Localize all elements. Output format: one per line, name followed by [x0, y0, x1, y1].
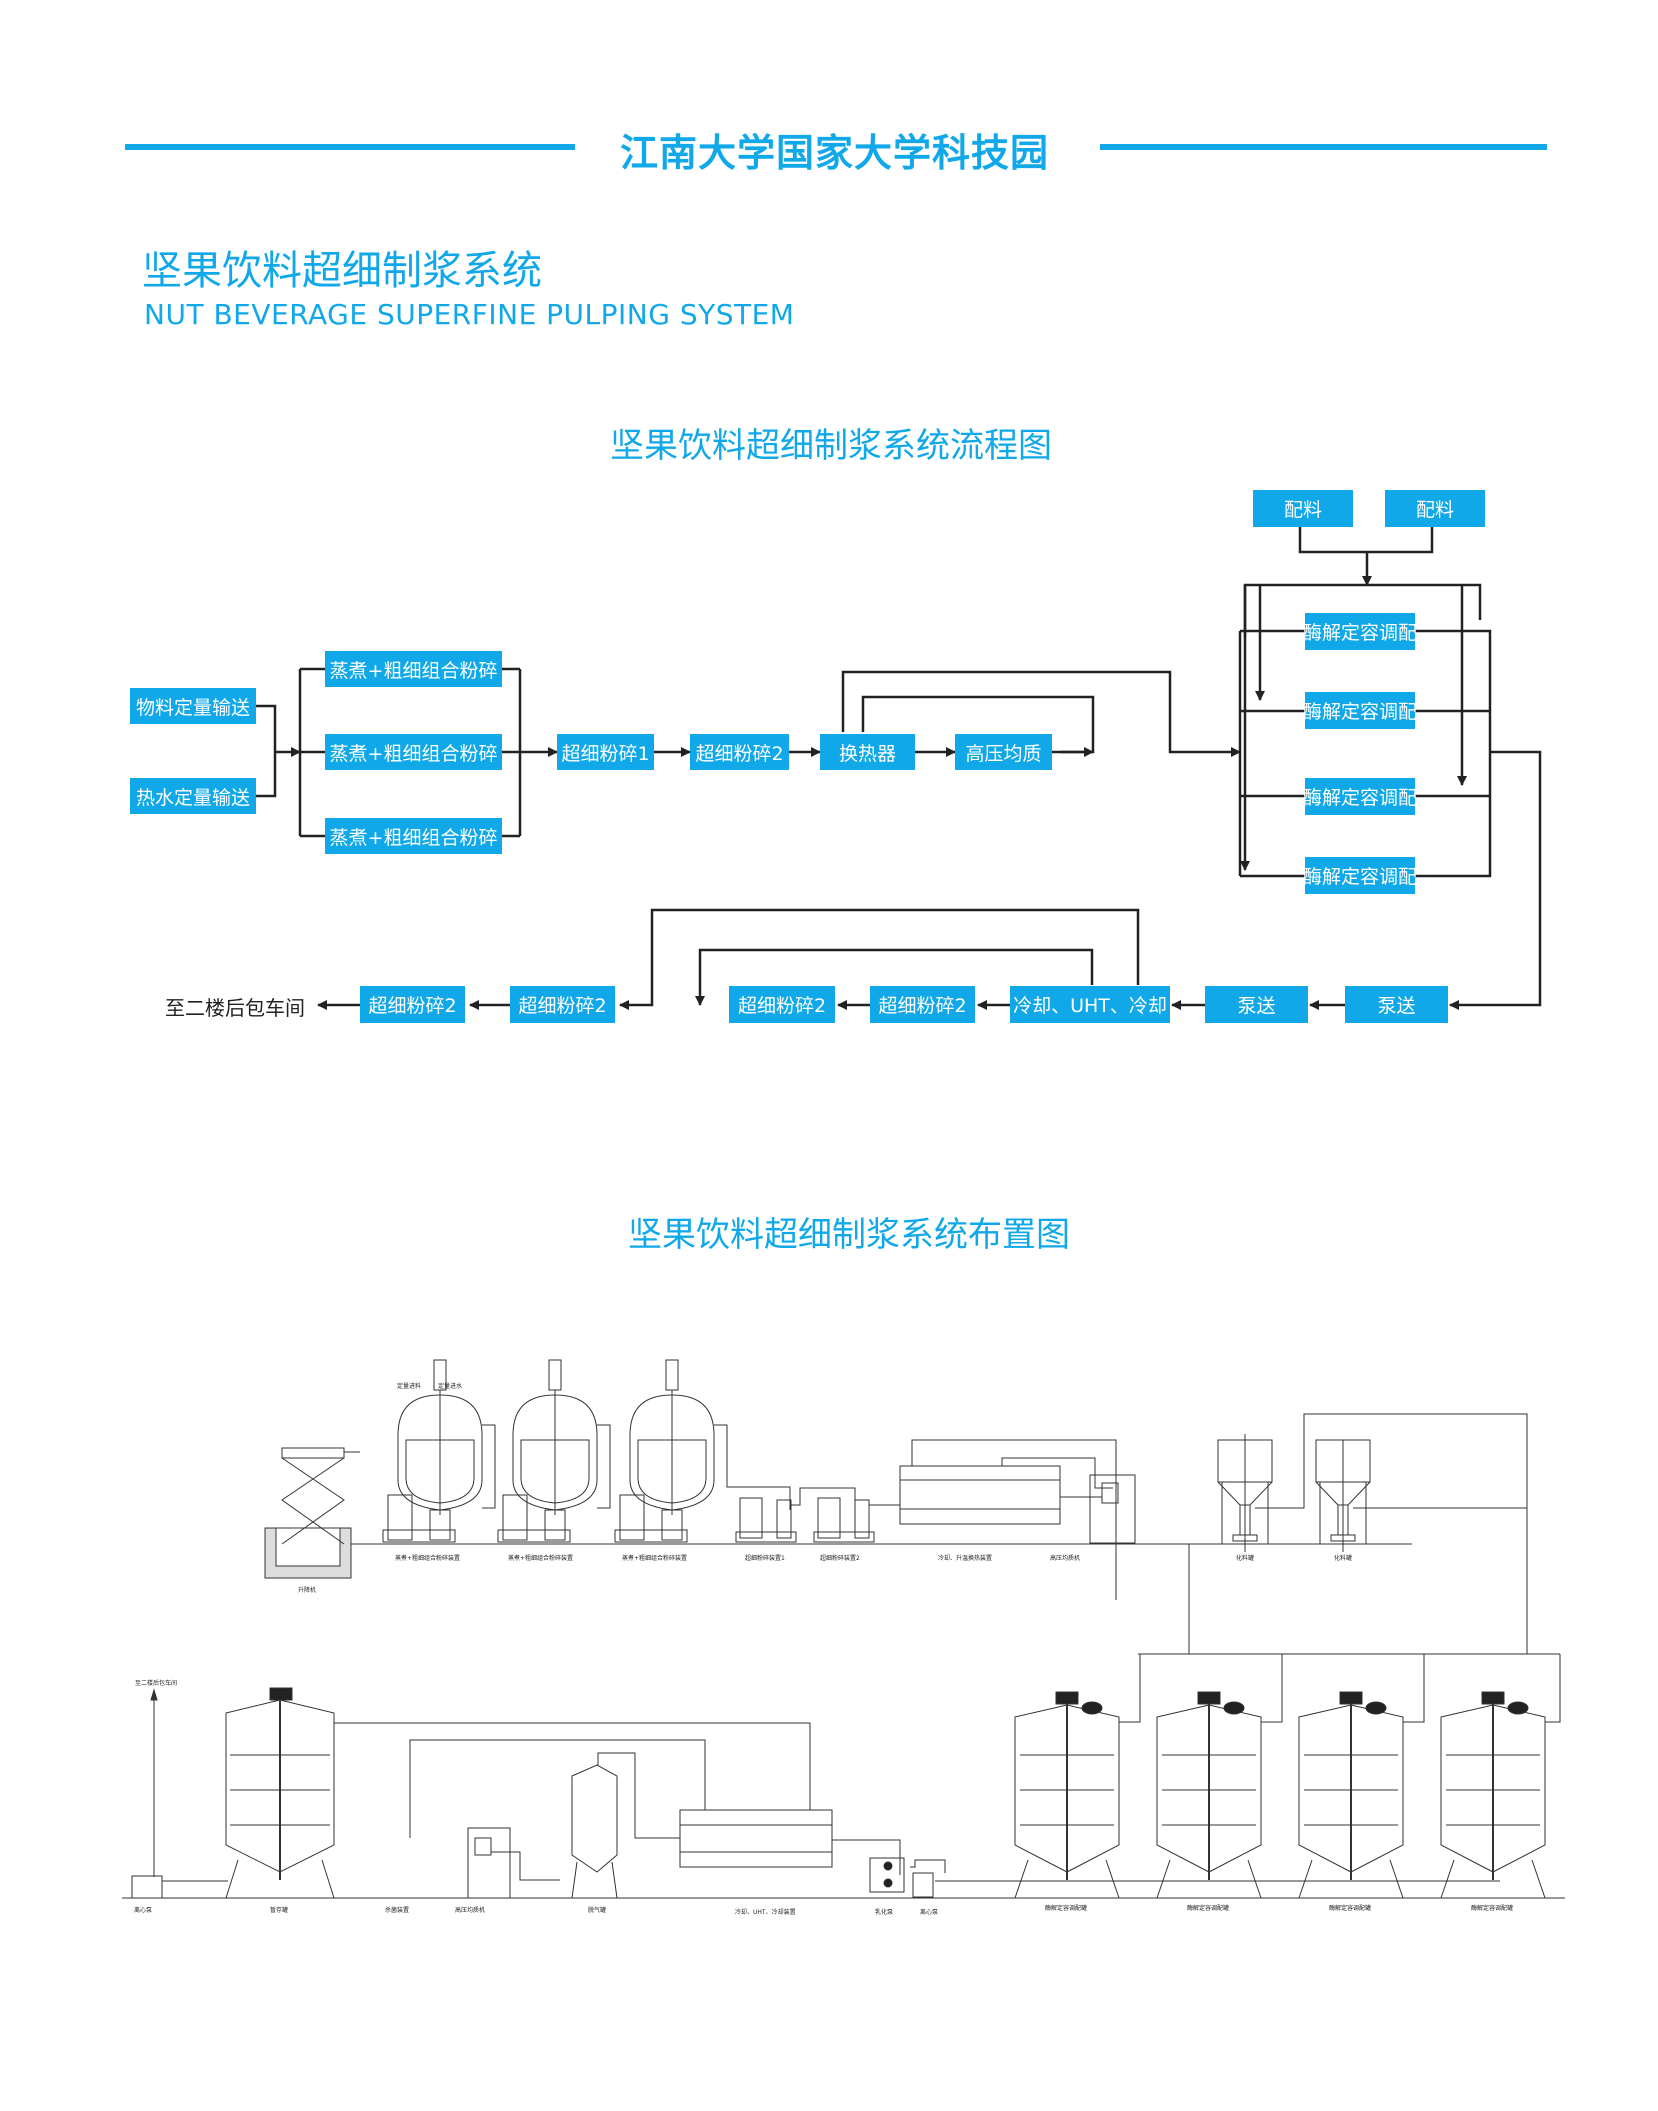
label-heat-exchanger: 冷却、升温换热装置 [938, 1554, 992, 1562]
high-pressure-homogenizer: 高压均质 [955, 734, 1052, 770]
superfine-mill-unit-1 [735, 1497, 797, 1543]
label-pump-out: 离心泵 [134, 1906, 152, 1914]
label-lift: 升降机 [298, 1586, 316, 1594]
input-material-feed: 物料定量输送 [130, 688, 256, 724]
page-title: 坚果饮料超细制浆系统 [142, 248, 542, 294]
label-hopper-2: 化料罐 [1334, 1554, 1352, 1562]
enzyme-tank-4: 酶解定容调配 [1303, 857, 1417, 894]
label-cooker-2: 蒸煮+粗细组合粉碎装置 [508, 1554, 573, 1562]
uht-unit [679, 1809, 901, 1875]
label-outlet: 至二楼后包车间 [135, 1679, 177, 1687]
pump-1: 泵送 [1345, 986, 1448, 1023]
pump-2: 泵送 [1205, 986, 1308, 1023]
emulsify-pump [869, 1857, 905, 1893]
label-sterilizer: 杀菌装置 [385, 1906, 409, 1914]
label-mill-2: 超细粉碎装置2 [820, 1554, 860, 1562]
storage-tank [225, 1687, 335, 1899]
centrifugal-pump-in [910, 1859, 946, 1898]
flowchart-title: 坚果饮料超细制浆系统流程图 [610, 426, 1052, 466]
mixing-hopper-1 [1217, 1434, 1273, 1552]
label-hopper-1: 化料罐 [1236, 1554, 1254, 1562]
enzyme-tank-1: 酶解定容调配 [1303, 613, 1417, 650]
mixing-hopper-2 [1315, 1439, 1371, 1552]
page-subtitle: NUT BEVERAGE SUPERFINE PULPING SYSTEM [144, 298, 795, 331]
superfine-mill-unit-2 [813, 1497, 875, 1543]
enzyme-tank-3: 酶解定容调配 [1303, 778, 1417, 815]
superfine-mill-2-d: 超细粉碎2 [360, 986, 465, 1023]
superfine-mill-2-c: 超细粉碎2 [510, 986, 615, 1023]
label-deaerator: 脱气罐 [588, 1906, 606, 1914]
label-mill-1: 超细粉碎装置1 [745, 1554, 785, 1562]
label-homogenizer-lower: 高压均质机 [455, 1906, 485, 1914]
layout-labels: 升降机 蒸煮+粗细组合粉碎装置 蒸煮+粗细组合粉碎装置 蒸煮+粗细组合粉碎装置 … [134, 1382, 1513, 1916]
label-cooker-1: 蒸煮+粗细组合粉碎装置 [395, 1554, 460, 1562]
layout-title: 坚果饮料超细制浆系统布置图 [628, 1215, 1070, 1255]
enzyme-tank-unit-2 [1156, 1691, 1262, 1899]
label-water: 定量进水 [438, 1382, 462, 1390]
enzyme-tank-unit-4 [1440, 1691, 1546, 1899]
superfine-mill-1: 超细粉碎1 [557, 734, 654, 770]
cooking-unit-2: 蒸煮+粗细组合粉碎 [325, 734, 502, 770]
homogenizer-unit [1060, 1474, 1136, 1544]
cooling-uht-cooling: 冷却、UHT、冷却 [1010, 986, 1170, 1023]
enzyme-tank-unit-3 [1298, 1691, 1404, 1899]
label-enzyme-2: 酶解定容调配罐 [1187, 1904, 1229, 1912]
layout-upper [264, 1359, 1560, 1655]
homogenizer-lower [467, 1827, 560, 1899]
enzyme-tank-2: 酶解定容调配 [1303, 692, 1417, 729]
enzyme-tank-unit-1 [1014, 1691, 1120, 1899]
lift-machine [264, 1447, 360, 1579]
label-pump-in: 离心泵 [920, 1908, 938, 1916]
superfine-mill-2-b: 超细粉碎2 [729, 986, 835, 1023]
label-emulsify-pump: 乳化泵 [875, 1908, 893, 1916]
label-enzyme-3: 酶解定容调配罐 [1329, 1904, 1371, 1912]
cooker-3 [614, 1359, 715, 1543]
layout-lower [122, 1654, 1565, 1899]
header-rule-right [1100, 144, 1547, 150]
label-homogenizer: 高压均质机 [1050, 1554, 1080, 1562]
batching-1: 配料 [1253, 490, 1353, 527]
cooker-1 [382, 1359, 483, 1543]
label-uht: 冷却、UHT、冷却装置 [735, 1908, 796, 1916]
cooker-2 [497, 1359, 598, 1543]
heat-exchanger-unit [899, 1439, 1117, 1600]
centrifugal-pump-out [131, 1875, 163, 1899]
destination-label: 至二楼后包车间 [165, 996, 305, 1020]
label-enzyme-1: 酶解定容调配罐 [1045, 1904, 1087, 1912]
label-enzyme-4: 酶解定容调配罐 [1471, 1904, 1513, 1912]
heat-exchanger: 换热器 [820, 734, 915, 770]
label-storage-tank: 暂存罐 [270, 1906, 288, 1914]
superfine-mill-2: 超细粉碎2 [690, 734, 789, 770]
label-cooker-3: 蒸煮+粗细组合粉碎装置 [622, 1554, 687, 1562]
deaerator-tank [571, 1752, 680, 1899]
batching-2: 配料 [1385, 490, 1485, 527]
org-title: 江南大学国家大学科技园 [620, 131, 1050, 175]
header-rule-left [125, 144, 575, 150]
label-feed: 定量进料 [397, 1382, 421, 1390]
cooking-unit-3: 蒸煮+粗细组合粉碎 [325, 818, 502, 854]
superfine-mill-2-a: 超细粉碎2 [870, 986, 975, 1023]
input-hot-water-feed: 热水定量输送 [130, 778, 256, 814]
cooking-unit-1: 蒸煮+粗细组合粉碎 [325, 651, 502, 687]
